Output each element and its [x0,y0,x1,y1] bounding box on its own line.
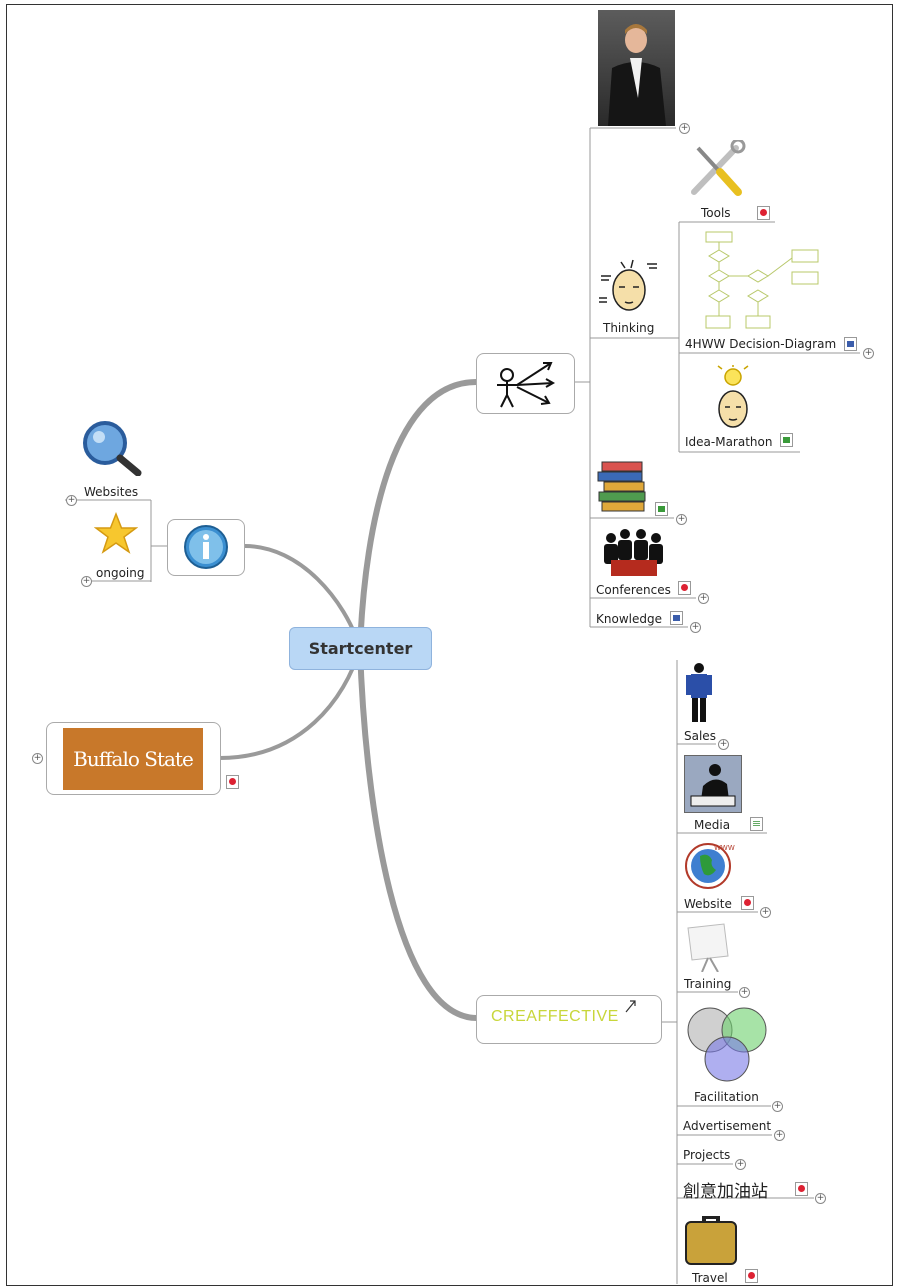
websites-label[interactable]: Websites [84,485,139,499]
profile-photo [598,10,675,126]
creaffective-node[interactable]: CREAFFECTIVE [476,995,662,1044]
expand-books[interactable]: + [676,514,687,525]
books-xls-icon[interactable] [655,502,668,516]
info-icon [184,525,228,569]
chinese-pdf-icon[interactable] [795,1182,808,1196]
chinese-label[interactable]: 創意加油站 [683,1182,768,1202]
idea-marathon-label[interactable]: Idea-Marathon [685,435,773,449]
conferences-label[interactable]: Conferences [596,583,671,597]
expand-websites[interactable]: + [66,495,77,506]
thinking-head-icon [599,259,657,311]
media-label[interactable]: Media [694,818,731,832]
pdf-attachment-icon[interactable] [226,775,239,789]
expand-facilitation[interactable]: + [772,1101,783,1112]
knowledge-mm-icon[interactable] [670,611,683,625]
decision-mm-icon[interactable] [844,337,857,351]
expand-conferences[interactable]: + [698,593,709,604]
tools-pdf-icon[interactable] [757,206,770,220]
decision-diagram-thumbnail [705,231,819,329]
books-icon [597,461,646,512]
idea-head-icon [717,365,749,428]
sales-label[interactable]: Sales [684,729,716,743]
magnifier-icon [83,421,142,476]
projects-label[interactable]: Projects [683,1148,731,1162]
advertisement-label[interactable]: Advertisement [683,1119,772,1133]
expand-chinese[interactable]: + [815,1193,826,1204]
person-photo-icon [608,24,666,126]
central-node[interactable]: Startcenter [289,627,432,670]
branch-creaffective [357,647,479,1022]
expand-website[interactable]: + [760,907,771,918]
travel-label[interactable]: Travel [692,1271,728,1285]
expand-photo[interactable]: + [679,123,690,134]
expand-ongoing[interactable]: + [81,576,92,587]
creaffective-logo-text: CREAFFECTIVE [491,1008,619,1025]
decision-diagram-label[interactable]: 4HWW Decision-Diagram [685,337,837,351]
website-pdf-icon[interactable] [741,896,754,910]
expand-decision[interactable]: + [863,348,874,359]
media-note-icon[interactable] [750,817,763,831]
knowledge-label[interactable]: Knowledge [596,612,662,626]
expand-training[interactable]: + [739,987,750,998]
tools-icon [691,140,746,196]
branch-thinking-main [357,378,479,649]
tools-label[interactable]: Tools [701,206,731,220]
expand-advertisement[interactable]: + [774,1130,785,1141]
info-node[interactable] [167,519,245,576]
expand-projects[interactable]: + [735,1159,746,1170]
thinking-main-node[interactable] [476,353,575,414]
conferences-pdf-icon[interactable] [678,581,691,595]
training-label[interactable]: Training [684,977,732,991]
suitcase-icon [685,1216,737,1265]
ongoing-label[interactable]: ongoing [96,566,145,580]
idea-xls-icon[interactable] [780,433,793,447]
stick-figure-arrows-icon [497,362,556,408]
buffalo-state-logo: Buffalo State [63,728,203,790]
venn-diagram-icon [687,1007,767,1082]
flipchart-icon [687,923,729,972]
salesman-icon [686,663,712,722]
star-icon [94,512,138,554]
website-label[interactable]: Website [684,897,732,911]
media-icon [684,755,742,813]
expand-knowledge[interactable]: + [690,622,701,633]
page-frame [6,4,893,1286]
conference-people-icon [604,529,663,576]
globe-www-icon: WWW [685,843,735,889]
expand-logo[interactable]: + [32,753,43,764]
facilitation-label[interactable]: Facilitation [694,1090,759,1104]
svg-text:WWW: WWW [714,844,735,852]
travel-pdf-icon[interactable] [745,1269,758,1283]
expand-sales[interactable]: + [718,739,729,750]
logo-node[interactable]: Buffalo State [46,722,221,795]
thinking-label[interactable]: Thinking [603,321,655,335]
logo-arrow-icon [625,1000,636,1013]
